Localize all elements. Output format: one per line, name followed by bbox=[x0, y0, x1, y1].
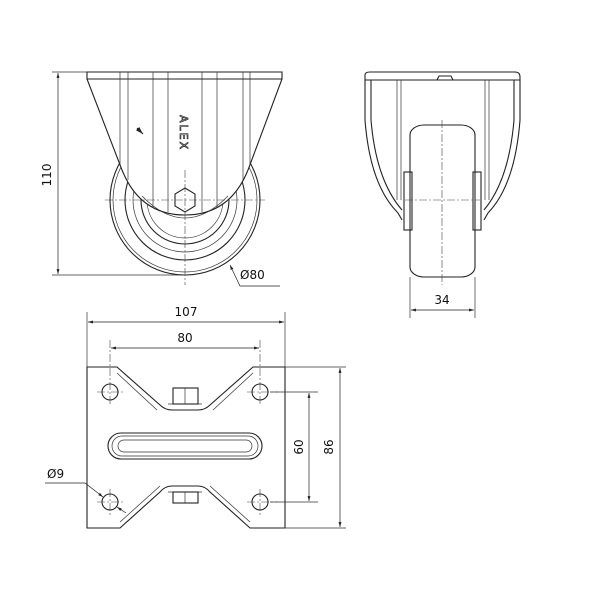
pointer-arrow bbox=[135, 126, 144, 135]
bracket-ribs bbox=[119, 72, 251, 212]
hole-diameter-leader bbox=[45, 482, 104, 498]
hole-diameter-arrow bbox=[116, 506, 127, 514]
side-bracket-left-inner bbox=[370, 80, 403, 211]
hub-right bbox=[472, 171, 482, 231]
slot bbox=[107, 432, 263, 460]
plate-fold-lines bbox=[116, 372, 254, 523]
front-view: ALEX 110 Ø80 bbox=[40, 71, 283, 287]
hole-spacing-width-dimension: 60 bbox=[292, 439, 306, 454]
side-view: 34 bbox=[364, 71, 521, 318]
hole-center-lines bbox=[97, 340, 278, 515]
plate-length-dimension: 107 bbox=[175, 305, 198, 319]
plate-width-dimension: 86 bbox=[322, 439, 336, 454]
wheel-side bbox=[409, 124, 476, 278]
hub-left bbox=[403, 171, 413, 231]
side-bracket-left bbox=[364, 80, 403, 221]
mounting-holes bbox=[97, 340, 278, 515]
side-plate-notch bbox=[436, 75, 454, 81]
side-bracket-right-inner bbox=[483, 80, 515, 211]
hole-spacing-length-dimension: 80 bbox=[177, 331, 192, 345]
slot-innermost bbox=[117, 439, 253, 453]
side-bracket-ribs bbox=[396, 80, 490, 200]
top-bolt bbox=[172, 387, 199, 405]
height-dimension: 110 bbox=[40, 164, 54, 187]
side-top-plate bbox=[364, 71, 521, 85]
bottom-bolt bbox=[172, 491, 199, 504]
wheel-diameter-dimension: Ø80 bbox=[240, 268, 265, 282]
side-bracket-right bbox=[483, 85, 521, 221]
wheel-diameter-leader bbox=[229, 264, 280, 287]
brand-logo: ALEX bbox=[177, 115, 190, 151]
top-plate bbox=[86, 366, 286, 529]
plate-view: 107 80 60 86 Ø9 bbox=[45, 305, 346, 529]
wheel-width-dimension: 34 bbox=[434, 293, 449, 307]
hole-diameter-dimension: Ø9 bbox=[47, 467, 64, 481]
slot-inner bbox=[111, 435, 259, 457]
